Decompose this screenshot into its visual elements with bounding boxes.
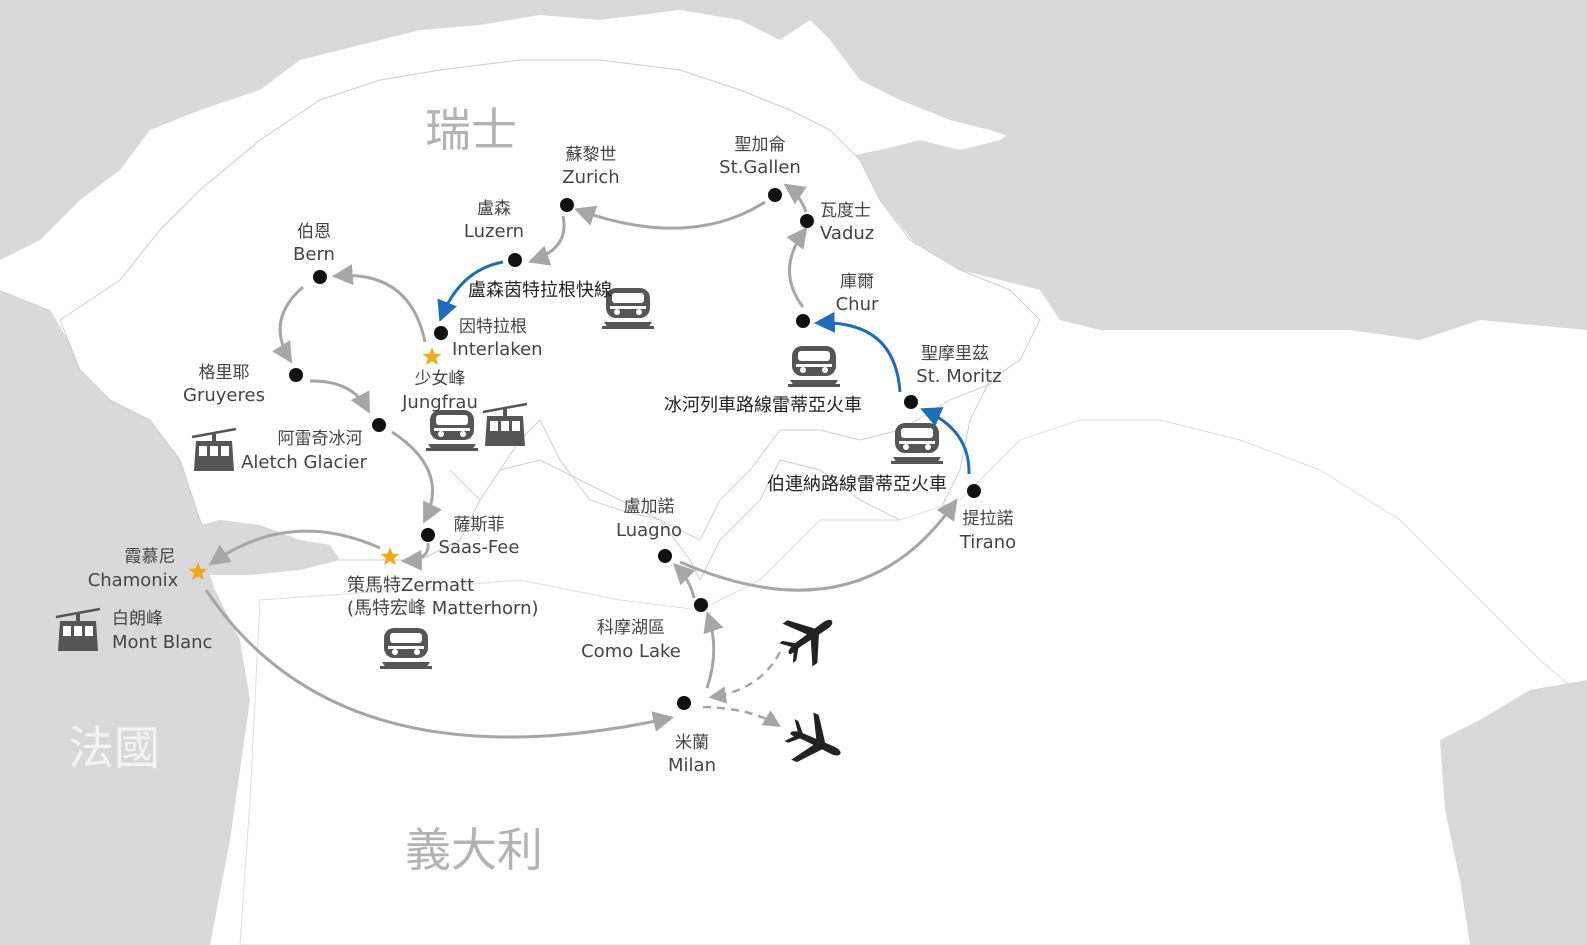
dot-zurich (560, 198, 574, 212)
route-luagno-tirano (679, 498, 958, 592)
label-saasfee-en: Saas-Fee (439, 537, 520, 558)
route-vaduz-stgallen (783, 183, 808, 213)
flight-departure (702, 705, 781, 727)
label-gruyeres-cn: 格里耶 (199, 363, 250, 383)
label-gruyeres-en: Gruyeres (183, 385, 265, 406)
country-label-italy: 義大利 (405, 823, 543, 877)
label-jungfrau-cn: 少女峰 (415, 369, 466, 389)
label-zermatt-en: (馬特宏峰 Matterhorn) (347, 598, 539, 619)
label-vaduz-en: Vaduz (820, 223, 874, 244)
route-bern-gruyeres (272, 285, 304, 364)
route-tirano-stmoritz (920, 407, 971, 475)
route-saasfee-zermatt (400, 542, 430, 571)
dot-luzern (508, 253, 522, 267)
label-tirano-en: Tirano (959, 532, 1016, 553)
border-line-2 (449, 419, 541, 501)
country-label-france: 法國 (68, 721, 160, 775)
italy-area (239, 419, 1587, 945)
train-icon (426, 410, 478, 451)
label-luzern-en: Luzern (464, 221, 524, 242)
label-como-en: Como Lake (581, 641, 681, 662)
label-aletsch-cn: 阿雷奇冰河 (278, 429, 363, 449)
dot-bern (313, 270, 327, 284)
label-saasfee-cn: 薩斯菲 (454, 515, 505, 535)
route-stgallen-zurich (574, 200, 766, 230)
label-zermatt-cn: 策馬特Zermatt (347, 575, 474, 596)
city-dots (289, 188, 981, 710)
label-stmoritz-en: St. Moritz (916, 366, 1001, 387)
dot-saasfee (421, 528, 435, 542)
dot-stmoritz (904, 395, 918, 409)
flight-arrival (708, 651, 782, 704)
dot-stgallen (768, 188, 782, 202)
route-stmoritz-chur (813, 311, 902, 393)
dot-milan (677, 696, 691, 710)
route-milan-como (703, 611, 724, 689)
dot-vaduz (800, 214, 814, 228)
dot-interlaken (434, 326, 448, 340)
label-zurich-en: Zurich (562, 167, 619, 188)
label-interlaken-cn: 因特拉根 (459, 317, 527, 337)
label-jungfrau-en: Jungfrau (401, 392, 478, 413)
label-interlaken-en: Interlaken (452, 339, 543, 360)
train-icon (380, 628, 432, 669)
sea-area (1440, 680, 1587, 945)
label-aletsch-en: Aletch Glacier (241, 452, 367, 473)
label-chur-en: Chur (836, 294, 879, 315)
route-zurich-luzern (528, 215, 566, 266)
route-zermatt-chamonix (208, 529, 381, 566)
city-labels: 蘇黎世 Zurich 聖加侖 St.Gallen 瓦度士 Vaduz 盧森 Lu… (88, 135, 1016, 776)
route-como-luagno (673, 563, 696, 599)
route-label-glacier-express: 冰河列車路線雷蒂亞火車 (664, 395, 862, 416)
label-stmoritz-cn: 聖摩里茲 (921, 344, 989, 364)
dot-luagno (658, 549, 672, 563)
train-icon (891, 423, 943, 464)
dot-gruyeres (289, 368, 303, 382)
label-luagno-en: Luagno (616, 520, 682, 541)
label-bern-en: Bern (293, 244, 335, 265)
label-milan-en: Milan (668, 755, 716, 776)
train-icon (788, 346, 840, 387)
route-aletsch-saasfee (391, 430, 442, 524)
germany-area (0, 0, 1587, 330)
route-label-luzern-interlaken: 盧森茵特拉根快線 (468, 280, 612, 301)
austria-area (830, 0, 1587, 340)
dot-tirano (967, 484, 981, 498)
label-luagno-cn: 盧加諾 (624, 497, 675, 517)
dot-aletsch (372, 418, 386, 432)
border-line (539, 379, 1001, 541)
label-luzern-cn: 盧森 (477, 199, 511, 219)
switzerland-area (59, 59, 1041, 582)
label-chamonix-cn: 霞慕尼 (125, 547, 176, 567)
gray-routes (204, 183, 958, 739)
label-montblanc-en: Mont Blanc (112, 632, 212, 653)
route-luzern-interlaken (437, 260, 504, 322)
label-stgallen-en: St.Gallen (719, 157, 801, 178)
blue-routes (437, 260, 971, 475)
label-stgallen-cn: 聖加侖 (735, 135, 786, 155)
dot-chur (796, 314, 810, 328)
label-chur-cn: 庫爾 (840, 272, 874, 292)
label-milan-cn: 米蘭 (675, 733, 709, 753)
label-vaduz-cn: 瓦度士 (820, 201, 871, 221)
route-label-bernina-express: 伯連納路線雷蒂亞火車 (767, 474, 947, 495)
route-gruyeres-aletsch (309, 379, 370, 414)
label-bern-cn: 伯恩 (297, 222, 331, 242)
route-chamonix-milan (204, 589, 675, 739)
flight-routes (702, 651, 782, 727)
route-jungfrau-bern (331, 264, 427, 343)
label-zurich-cn: 蘇黎世 (566, 145, 617, 165)
label-montblanc-cn: 白朗峰 (112, 609, 163, 629)
country-label-switzerland: 瑞士 (425, 103, 517, 157)
label-tirano-cn: 提拉諾 (963, 509, 1014, 529)
dot-como (694, 598, 708, 612)
route-chur-vaduz (786, 226, 808, 308)
label-como-cn: 科摩湖區 (597, 618, 665, 638)
label-chamonix-en: Chamonix (88, 570, 179, 591)
